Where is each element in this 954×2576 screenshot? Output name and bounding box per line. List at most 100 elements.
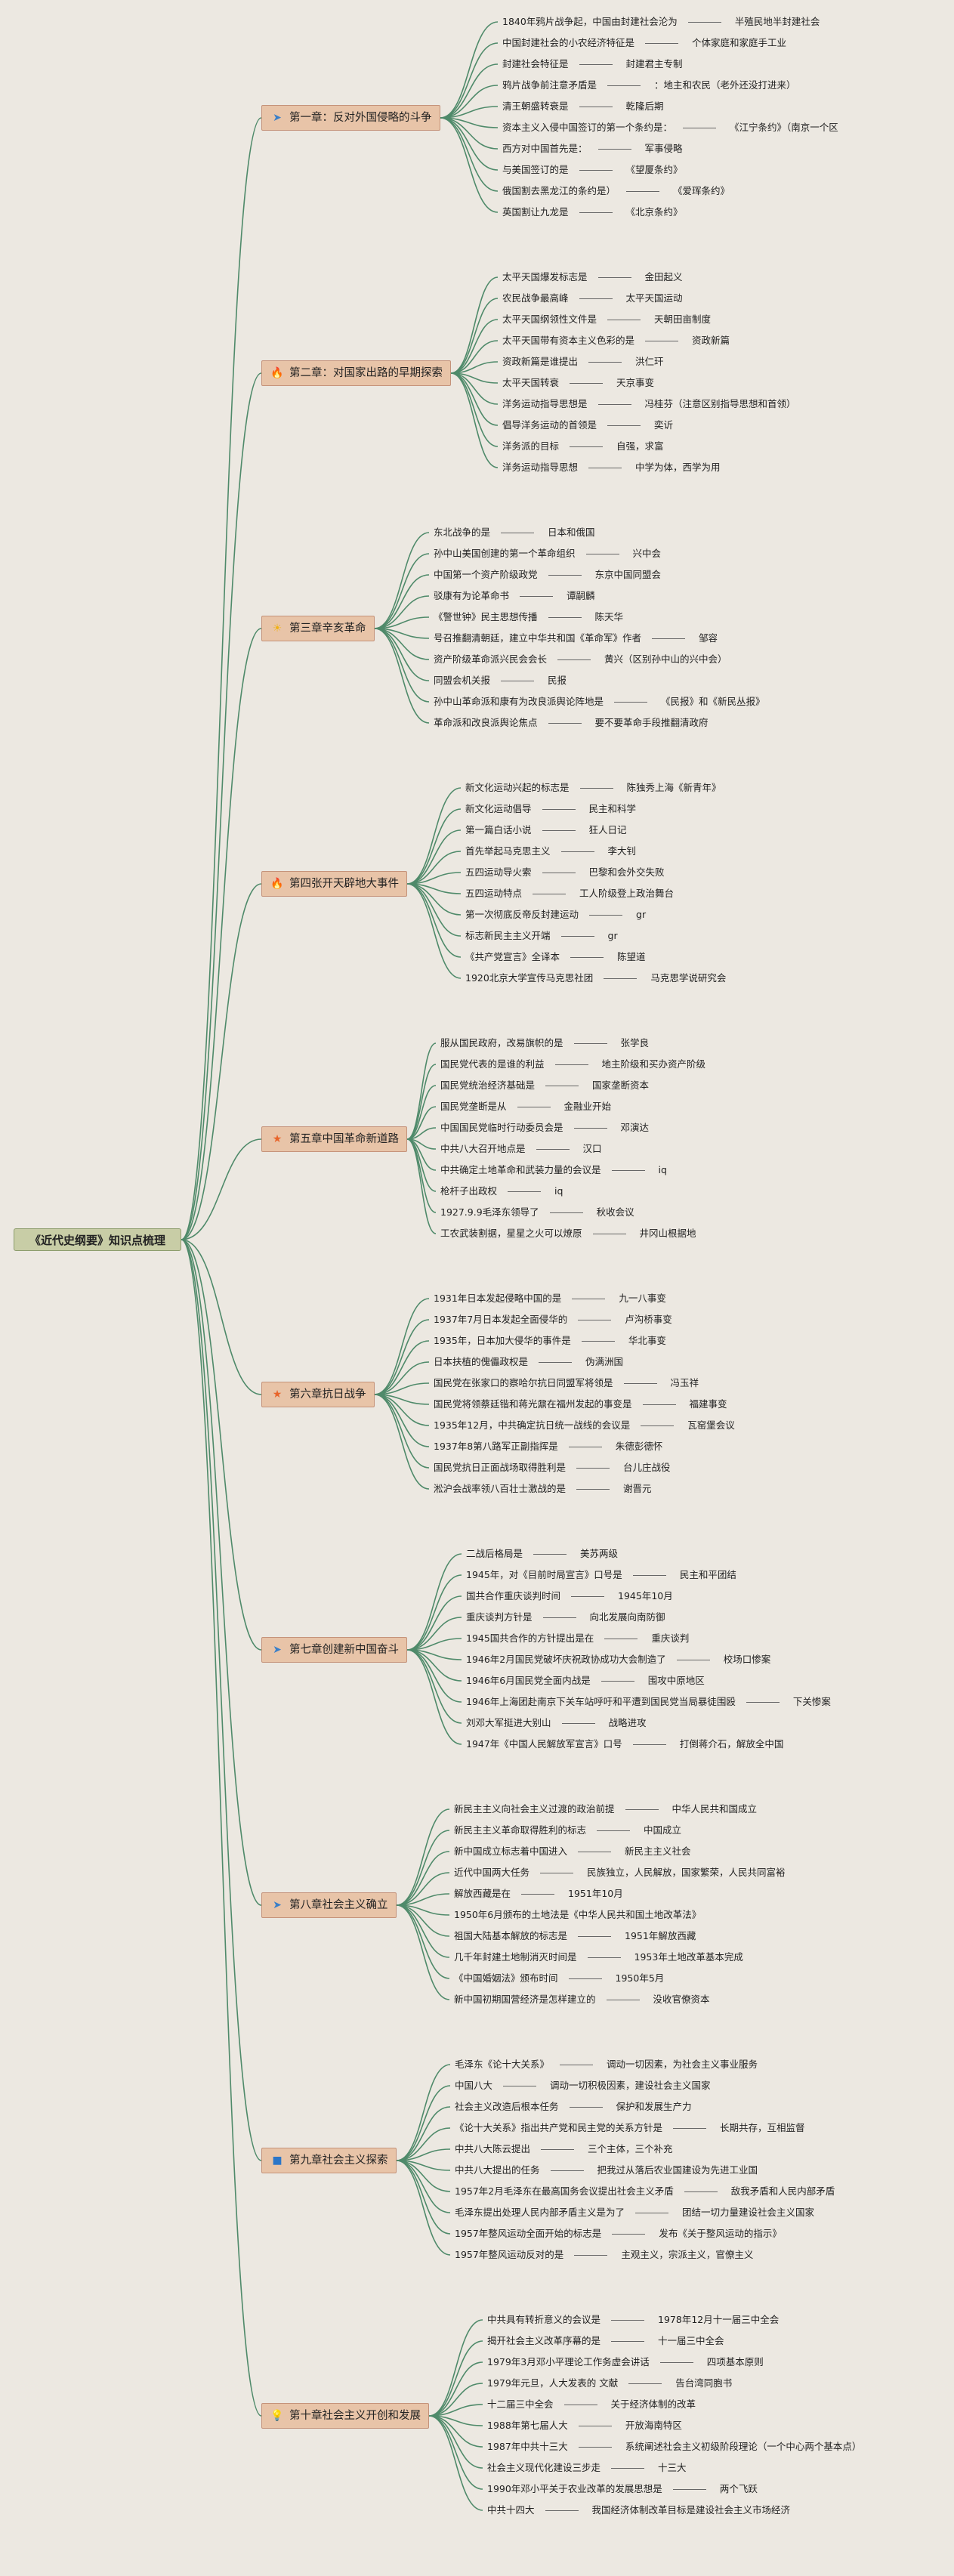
list-item[interactable]: 1935年，日本加大侵华的事件是华北事变 xyxy=(434,1333,666,1349)
list-item[interactable]: 1990年邓小平关于农业改革的发展思想是两个飞跃 xyxy=(487,2481,758,2497)
list-item[interactable]: 鸦片战争前注意矛盾是：地主和农民（老外还没打进来） xyxy=(502,77,796,94)
list-item[interactable]: 第一篇白话小说狂人日记 xyxy=(465,822,627,839)
list-item[interactable]: 中国封建社会的小农经济特征是个体家庭和家庭手工业 xyxy=(502,35,786,51)
list-item[interactable]: 国民党垄断是从金融业开始 xyxy=(440,1098,611,1115)
list-item[interactable]: 1840年鸦片战争起，中国由封建社会沦为半殖民地半封建社会 xyxy=(502,14,820,30)
chapter-node-3[interactable]: ☀第三章辛亥革命 xyxy=(261,616,375,641)
list-item[interactable]: 1946年6月国民党全面内战是围攻中原地区 xyxy=(466,1673,705,1689)
root-node[interactable]: 《近代史纲要》知识点梳理 xyxy=(14,1228,181,1251)
list-item[interactable]: 号召推翻清朝廷，建立中华共和国《革命军》作者邹容 xyxy=(434,630,718,647)
list-item[interactable]: 1937年8第八路军正副指挥是朱德彭德怀 xyxy=(434,1438,662,1455)
list-item[interactable]: 日本扶植的傀儡政权是伪满洲国 xyxy=(434,1354,623,1370)
list-item[interactable]: 倡导洋务运动的首领是奕䜣 xyxy=(502,417,673,434)
list-item[interactable]: 洋务运动指导思想是冯桂芬（注意区别指导思想和首领） xyxy=(502,396,796,412)
list-item[interactable]: 《论十大关系》指出共产党和民主党的关系方针是长期共存，互相监督 xyxy=(455,2120,805,2136)
list-item[interactable]: 刘邓大军挺进大别山战略进攻 xyxy=(466,1715,647,1731)
list-item[interactable]: 驳康有为论革命书谭嗣麟 xyxy=(434,588,595,604)
list-item[interactable]: 《警世钟》民主思想传播陈天华 xyxy=(434,609,623,625)
list-item[interactable]: 五四运动特点工人阶级登上政治舞台 xyxy=(465,885,674,902)
chapter-node-2[interactable]: 🔥第二章：对国家出路的早期探索 xyxy=(261,360,451,386)
list-item[interactable]: 中共八大陈云提出三个主体，三个补充 xyxy=(455,2141,673,2157)
list-item[interactable]: 1945年，对《目前时局宣言》口号是民主和平团结 xyxy=(466,1567,736,1583)
chapter-node-9[interactable]: ■第九章社会主义探索 xyxy=(261,2148,397,2173)
chapter-node-6[interactable]: ★第六章抗日战争 xyxy=(261,1382,375,1407)
list-item[interactable]: 毛泽东《论十大关系》调动一切因素，为社会主义事业服务 xyxy=(455,2056,758,2073)
list-item[interactable]: 揭开社会主义改革序幕的是十一届三中全会 xyxy=(487,2333,724,2349)
list-item[interactable]: 国民党将领蔡廷锴和蒋光鼐在福州发起的事变是福建事变 xyxy=(434,1396,727,1413)
list-item[interactable]: 新文化运动兴起的标志是陈独秀上海《新青年》 xyxy=(465,780,721,796)
list-item[interactable]: 1979年3月邓小平理论工作务虚会讲话四项基本原则 xyxy=(487,2354,764,2371)
list-item[interactable]: 中共八大提出的任务把我过从落后农业国建设为先进工业国 xyxy=(455,2162,758,2179)
list-item[interactable]: 首先举起马克思主义李大钊 xyxy=(465,843,636,860)
list-item[interactable]: 毛泽东提出处理人民内部矛盾主义是为了团结一切力量建设社会主义国家 xyxy=(455,2204,814,2221)
list-item[interactable]: 清王朝盛转衰是乾隆后期 xyxy=(502,98,664,115)
list-item[interactable]: 英国割让九龙是《北京条约》 xyxy=(502,204,683,221)
list-item[interactable]: 服从国民政府，改易旗帜的是张学良 xyxy=(440,1035,649,1052)
list-item[interactable]: 1979年元旦，人大发表的 文献告台湾同胞书 xyxy=(487,2375,732,2392)
list-item[interactable]: 与美国签订的是《望厦条约》 xyxy=(502,162,683,178)
list-item[interactable]: 1946年2月国民党破坏庆祝政协成功大会制造了校场口惨案 xyxy=(466,1651,770,1668)
chapter-node-4[interactable]: 🔥第四张开天辟地大事件 xyxy=(261,871,407,897)
list-item[interactable]: 洋务派的目标自强，求富 xyxy=(502,438,664,455)
list-item[interactable]: 新中国初期国营经济是怎样建立的没收官僚资本 xyxy=(454,1991,710,2008)
list-item[interactable]: 1987年中共十三大系统阐述社会主义初级阶段理论（一个中心两个基本点） xyxy=(487,2439,861,2455)
list-item[interactable]: 1937年7月日本发起全面侵华的卢沟桥事变 xyxy=(434,1311,672,1328)
chapter-node-7[interactable]: ➤第七章创建新中国奋斗 xyxy=(261,1637,407,1663)
list-item[interactable]: 淞沪会战率领八百壮士激战的是谢晋元 xyxy=(434,1481,652,1497)
list-item[interactable]: 1957年2月毛泽东在最高国务会议提出社会主义矛盾敌我矛盾和人民内部矛盾 xyxy=(455,2183,835,2200)
list-item[interactable]: 二战后格局是美苏两级 xyxy=(466,1546,618,1562)
list-item[interactable]: 东北战争的是日本和俄国 xyxy=(434,524,595,541)
chapter-node-8[interactable]: ➤第八章社会主义确立 xyxy=(261,1892,397,1918)
list-item[interactable]: 中国八大调动一切积极因素，建设社会主义国家 xyxy=(455,2077,711,2094)
list-item[interactable]: 近代中国两大任务民族独立，人民解放，国家繁荣，人民共同富裕 xyxy=(454,1864,786,1881)
list-item[interactable]: 1935年12月，中共确定抗日统一战线的会议是瓦窑堡会议 xyxy=(434,1417,735,1434)
list-item[interactable]: 国民党抗日正面战场取得胜利是台儿庄战役 xyxy=(434,1459,671,1476)
list-item[interactable]: 太平天国转衰天京事变 xyxy=(502,375,654,391)
list-item[interactable]: 太平天国爆发标志是金田起义 xyxy=(502,269,683,286)
chapter-node-5[interactable]: ★第五章中国革命新道路 xyxy=(261,1126,407,1152)
list-item[interactable]: 国民党统治经济基础是国家垄断资本 xyxy=(440,1077,649,1094)
list-item[interactable]: 资政新篇是谁提出洪仁玕 xyxy=(502,354,664,370)
list-item[interactable]: 1988年第七届人大开放海南特区 xyxy=(487,2417,682,2434)
list-item[interactable]: 新民主主义向社会主义过渡的政治前提中华人民共和国成立 xyxy=(454,1801,757,1818)
list-item[interactable]: 新民主主义革命取得胜利的标志中国成立 xyxy=(454,1822,681,1839)
chapter-node-1[interactable]: ➤第一章：反对外国侵略的斗争 xyxy=(261,105,440,131)
list-item[interactable]: 农民战争最高峰太平天国运动 xyxy=(502,290,683,307)
list-item[interactable]: 1927.9.9毛泽东领导了秋收会议 xyxy=(440,1204,634,1221)
list-item[interactable]: 十二届三中全会关于经济体制的改革 xyxy=(487,2396,696,2413)
list-item[interactable]: 社会主义现代化建设三步走十三大 xyxy=(487,2460,687,2476)
list-item[interactable]: 西方对中国首先是：军事侵略 xyxy=(502,141,683,157)
list-item[interactable]: 社会主义改造后根本任务保护和发展生产力 xyxy=(455,2099,692,2115)
list-item[interactable]: 1950年6月颁布的土地法是《中华人民共和国土地改革法》 xyxy=(454,1907,701,1923)
chapter-node-10[interactable]: 💡第十章社会主义开创和发展 xyxy=(261,2403,429,2429)
list-item[interactable]: 五四运动导火索巴黎和会外交失败 xyxy=(465,864,665,881)
list-item[interactable]: 封建社会特征是封建君主专制 xyxy=(502,56,683,73)
list-item[interactable]: 新中国成立标志着中国进入新民主主义社会 xyxy=(454,1843,691,1860)
list-item[interactable]: 洋务运动指导思想中学为体，西学为用 xyxy=(502,459,721,476)
list-item[interactable]: 《共产党宣言》全译本陈望道 xyxy=(465,949,646,965)
list-item[interactable]: 孙中山革命派和康有为改良派舆论阵地是《民报》和《新民丛报》 xyxy=(434,693,765,710)
list-item[interactable]: 1947年《中国人民解放军宣言》口号打倒蒋介石，解放全中国 xyxy=(466,1736,783,1753)
list-item[interactable]: 工农武装割据，星星之火可以燎原井冈山根据地 xyxy=(440,1225,696,1242)
list-item[interactable]: 1957年整风运动全面开始的标志是发布《关于整风运动的指示》 xyxy=(455,2225,782,2242)
list-item[interactable]: 俄国割去黑龙江的条约是）《爱珲条约》 xyxy=(502,183,730,199)
list-item[interactable]: 1945国共合作的方针提出是在重庆谈判 xyxy=(466,1630,689,1647)
list-item[interactable]: 重庆谈判方针是向北发展向南防御 xyxy=(466,1609,665,1626)
list-item[interactable]: 中共十四大我国经济体制改革目标是建设社会主义市场经济 xyxy=(487,2502,790,2519)
list-item[interactable]: 1946年上海团赴南京下关车站呼吁和平遭到国民党当局暴徒围殴下关惨案 xyxy=(466,1694,831,1710)
list-item[interactable]: 孙中山美国创建的第一个革命组织兴中会 xyxy=(434,545,661,562)
list-item[interactable]: 同盟会机关报民报 xyxy=(434,672,567,689)
list-item[interactable]: 国民党在张家口的察哈尔抗日同盟军将领是冯玉祥 xyxy=(434,1375,699,1391)
list-item[interactable]: 国民党代表的是谁的利益地主阶级和买办资产阶级 xyxy=(440,1056,705,1073)
list-item[interactable]: 中国国民党临时行动委员会是邓演达 xyxy=(440,1120,649,1136)
